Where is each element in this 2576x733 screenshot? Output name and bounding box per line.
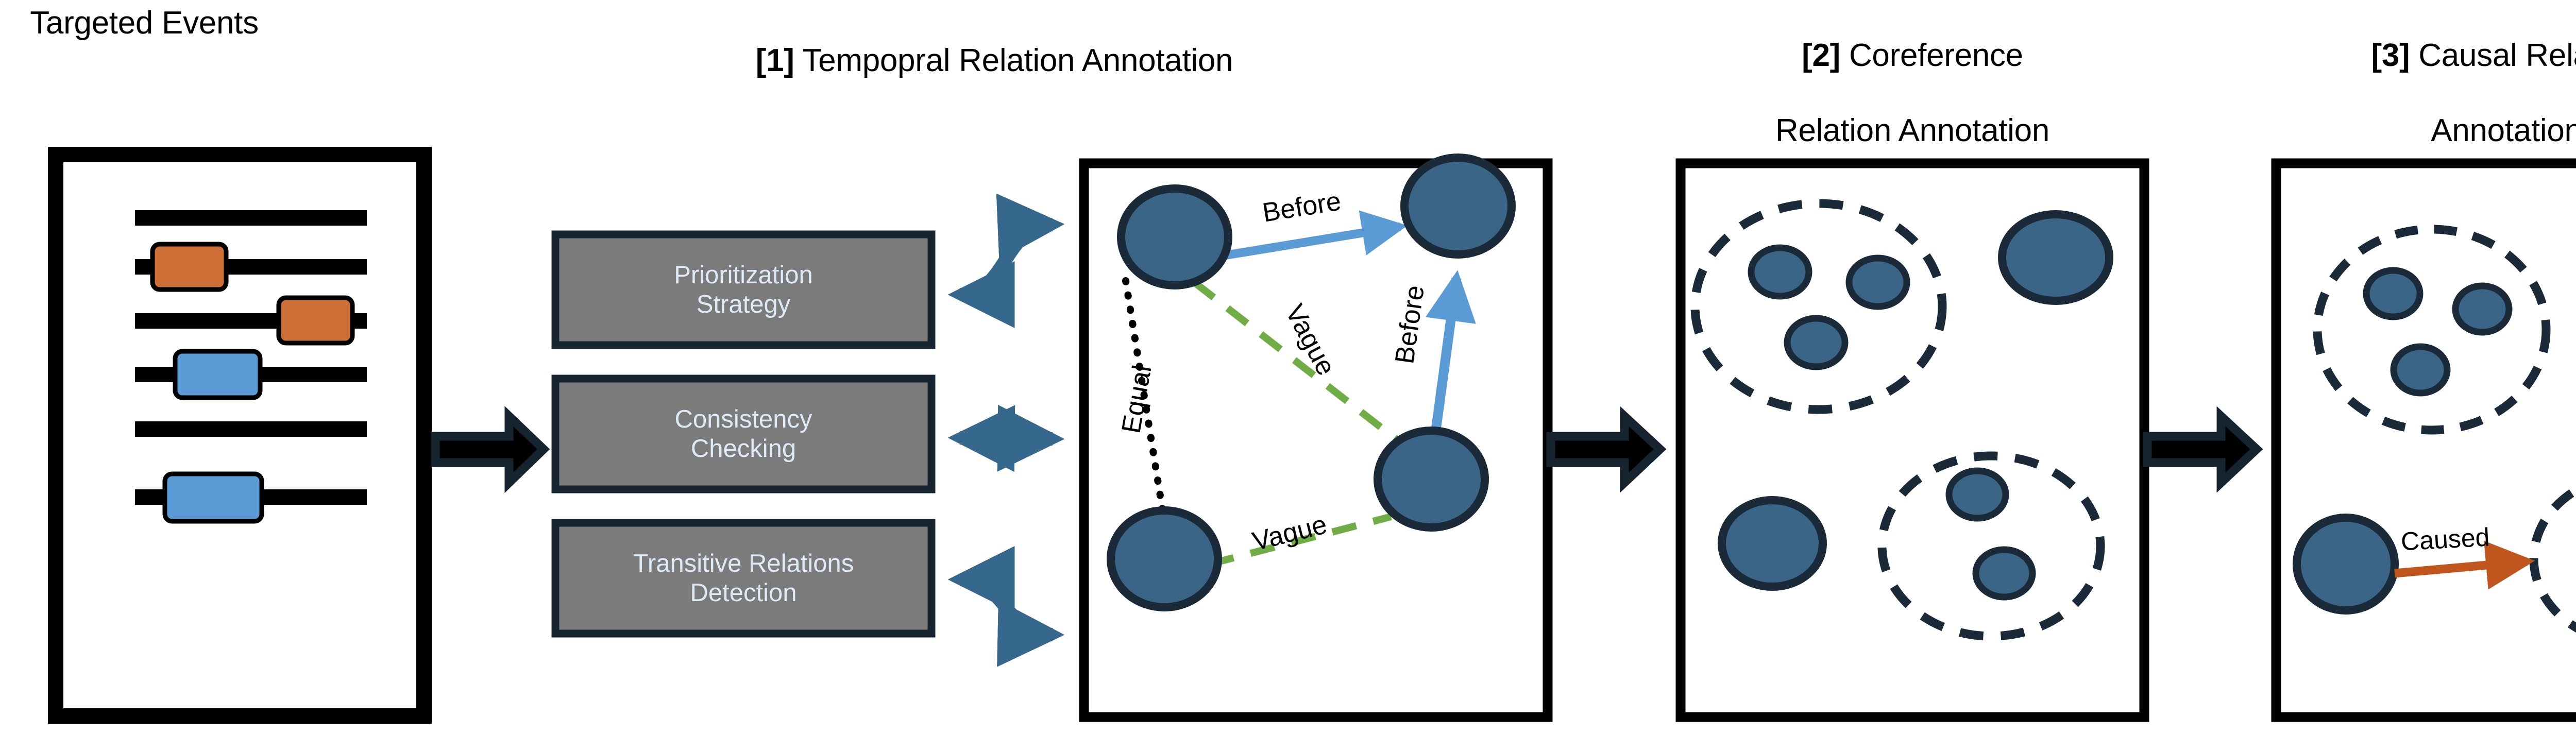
graph-node-bottom-left[interactable] <box>1107 506 1222 611</box>
stage2-panel <box>1675 158 2149 722</box>
edge-before-top <box>1220 210 1408 261</box>
causal-panel-frame <box>2271 158 2576 722</box>
stage1-modules <box>551 230 936 638</box>
targeted-events-document <box>48 147 432 724</box>
stage1-index-label: [1] <box>755 43 794 79</box>
coreference-singleton-bottom-left[interactable] <box>1718 496 1827 591</box>
cluster-member-node[interactable] <box>2452 282 2513 336</box>
doc-text-line <box>135 210 367 226</box>
module-box-prioritization-strategy[interactable] <box>551 230 936 349</box>
edge-vague-bottom <box>1209 513 1392 568</box>
event-mention-orange <box>150 242 229 292</box>
stage3-title-line2: Annotation <box>2431 113 2576 149</box>
stage1-graph-panel <box>1079 154 1553 722</box>
connector-consistency <box>947 404 1065 472</box>
stage1-title-label: Tempopral Relation Annotation <box>794 43 1233 79</box>
cluster-member-node[interactable] <box>2390 343 2451 397</box>
graph-node-mid-right[interactable] <box>1374 427 1489 532</box>
stage3-panel <box>2271 158 2576 722</box>
event-mention-blue <box>173 349 263 400</box>
edge-equal <box>1122 277 1167 519</box>
edge-caused-horizontal <box>2394 540 2535 590</box>
flow-arrow-stage1-to-stage2 <box>1546 406 1667 493</box>
cluster-member-node[interactable] <box>1784 315 1849 370</box>
coreference-singleton-top-right[interactable] <box>1998 210 2113 305</box>
causal-singleton-bottom-left[interactable] <box>2293 514 2399 615</box>
event-mention-orange <box>276 295 355 346</box>
stage3-title-line1: Causal Relation <box>2418 38 2576 74</box>
cluster-member-node[interactable] <box>2363 267 2424 320</box>
graph-node-top-right[interactable] <box>1400 154 1516 259</box>
flow-arrow-doc-to-stage1 <box>431 406 550 493</box>
module-box-transitive-relations-detection[interactable] <box>551 519 936 638</box>
graph-node-top-left[interactable] <box>1117 184 1232 289</box>
cluster-member-node[interactable] <box>1748 244 1812 300</box>
coreference-cluster-bottom-right[interactable] <box>1877 451 2105 641</box>
causal-cluster-top-left[interactable] <box>2313 225 2551 435</box>
stage1-connectors <box>947 193 1065 667</box>
edge-vague-diagonal <box>1192 279 1405 447</box>
stage2-title-line2: Relation Annotation <box>1775 113 2050 149</box>
edge-before-right <box>1425 270 1476 431</box>
cluster-member-node[interactable] <box>1945 467 2009 522</box>
page-title-targeted-events: Targeted Events <box>30 5 259 41</box>
connector-transitive <box>947 546 1065 667</box>
page-title-stage1: [1] Tempopral Relation Annotation <box>526 4 1463 79</box>
cluster-member-node[interactable] <box>1845 254 1910 310</box>
module-box-consistency-checking[interactable] <box>551 374 936 493</box>
page-title-stage2: [2] Coreference Relation Annotation <box>1655 0 2170 150</box>
connector-prioritization <box>947 193 1065 328</box>
cluster-member-node[interactable] <box>1972 546 2036 601</box>
stage2-title-line1: Coreference <box>1840 38 2023 74</box>
stage3-index-label: [3] <box>2371 38 2410 74</box>
coreference-cluster-top-left[interactable] <box>1690 199 1947 414</box>
edge-label-caused-horizontal: Caused <box>2400 522 2490 556</box>
event-mention-blue <box>162 471 264 524</box>
page-title-stage3: [3] Causal Relation Annotation <box>2267 0 2576 150</box>
flow-arrow-stage2-to-stage3 <box>2143 406 2263 493</box>
stage2-index-label: [2] <box>1802 38 1841 74</box>
doc-text-line <box>135 421 367 437</box>
